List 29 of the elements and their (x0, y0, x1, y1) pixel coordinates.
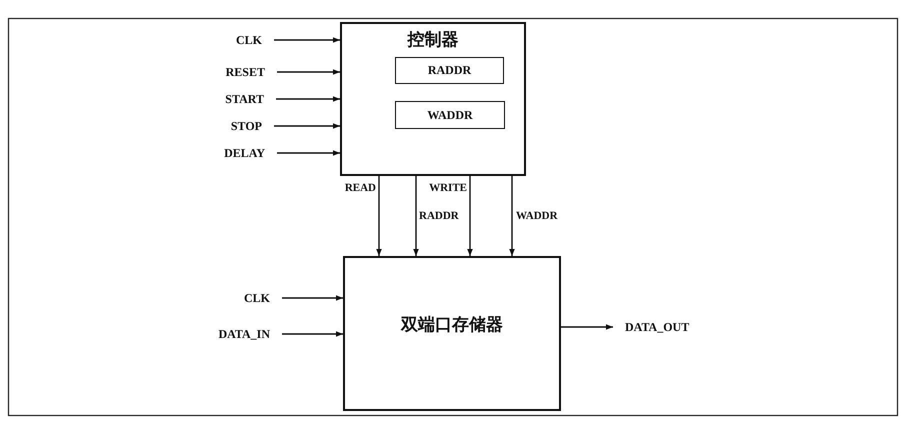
arrow (467, 176, 473, 256)
signal-label: STOP (230, 119, 262, 133)
edge-label: WADDR (516, 209, 558, 223)
arrow (276, 96, 340, 102)
box-title: 控制器 (408, 29, 458, 51)
signal-label: RESET (226, 65, 265, 79)
edge-label: RADDR (419, 209, 459, 223)
memory-box: 双端口存储器 (343, 256, 561, 411)
arrow (376, 176, 382, 256)
arrow (282, 331, 343, 337)
register-box: RADDR (395, 57, 504, 84)
arrow (282, 295, 343, 301)
edge-label: WRITE (429, 181, 467, 195)
arrow (561, 324, 613, 330)
controller-box (340, 22, 526, 176)
arrow (274, 123, 340, 129)
register-box: WADDR (395, 101, 505, 129)
signal-label: DATA_IN (218, 327, 270, 341)
arrow (274, 37, 340, 43)
signal-label: DELAY (224, 146, 265, 160)
arrow (277, 69, 340, 75)
arrow (277, 150, 340, 156)
signal-label: CLK (244, 291, 270, 305)
arrow (413, 176, 419, 256)
signal-label: DATA_OUT (625, 320, 690, 334)
signal-label: CLK (236, 33, 262, 47)
edge-label: READ (344, 181, 376, 195)
signal-label: START (225, 92, 264, 106)
arrow (509, 176, 515, 256)
